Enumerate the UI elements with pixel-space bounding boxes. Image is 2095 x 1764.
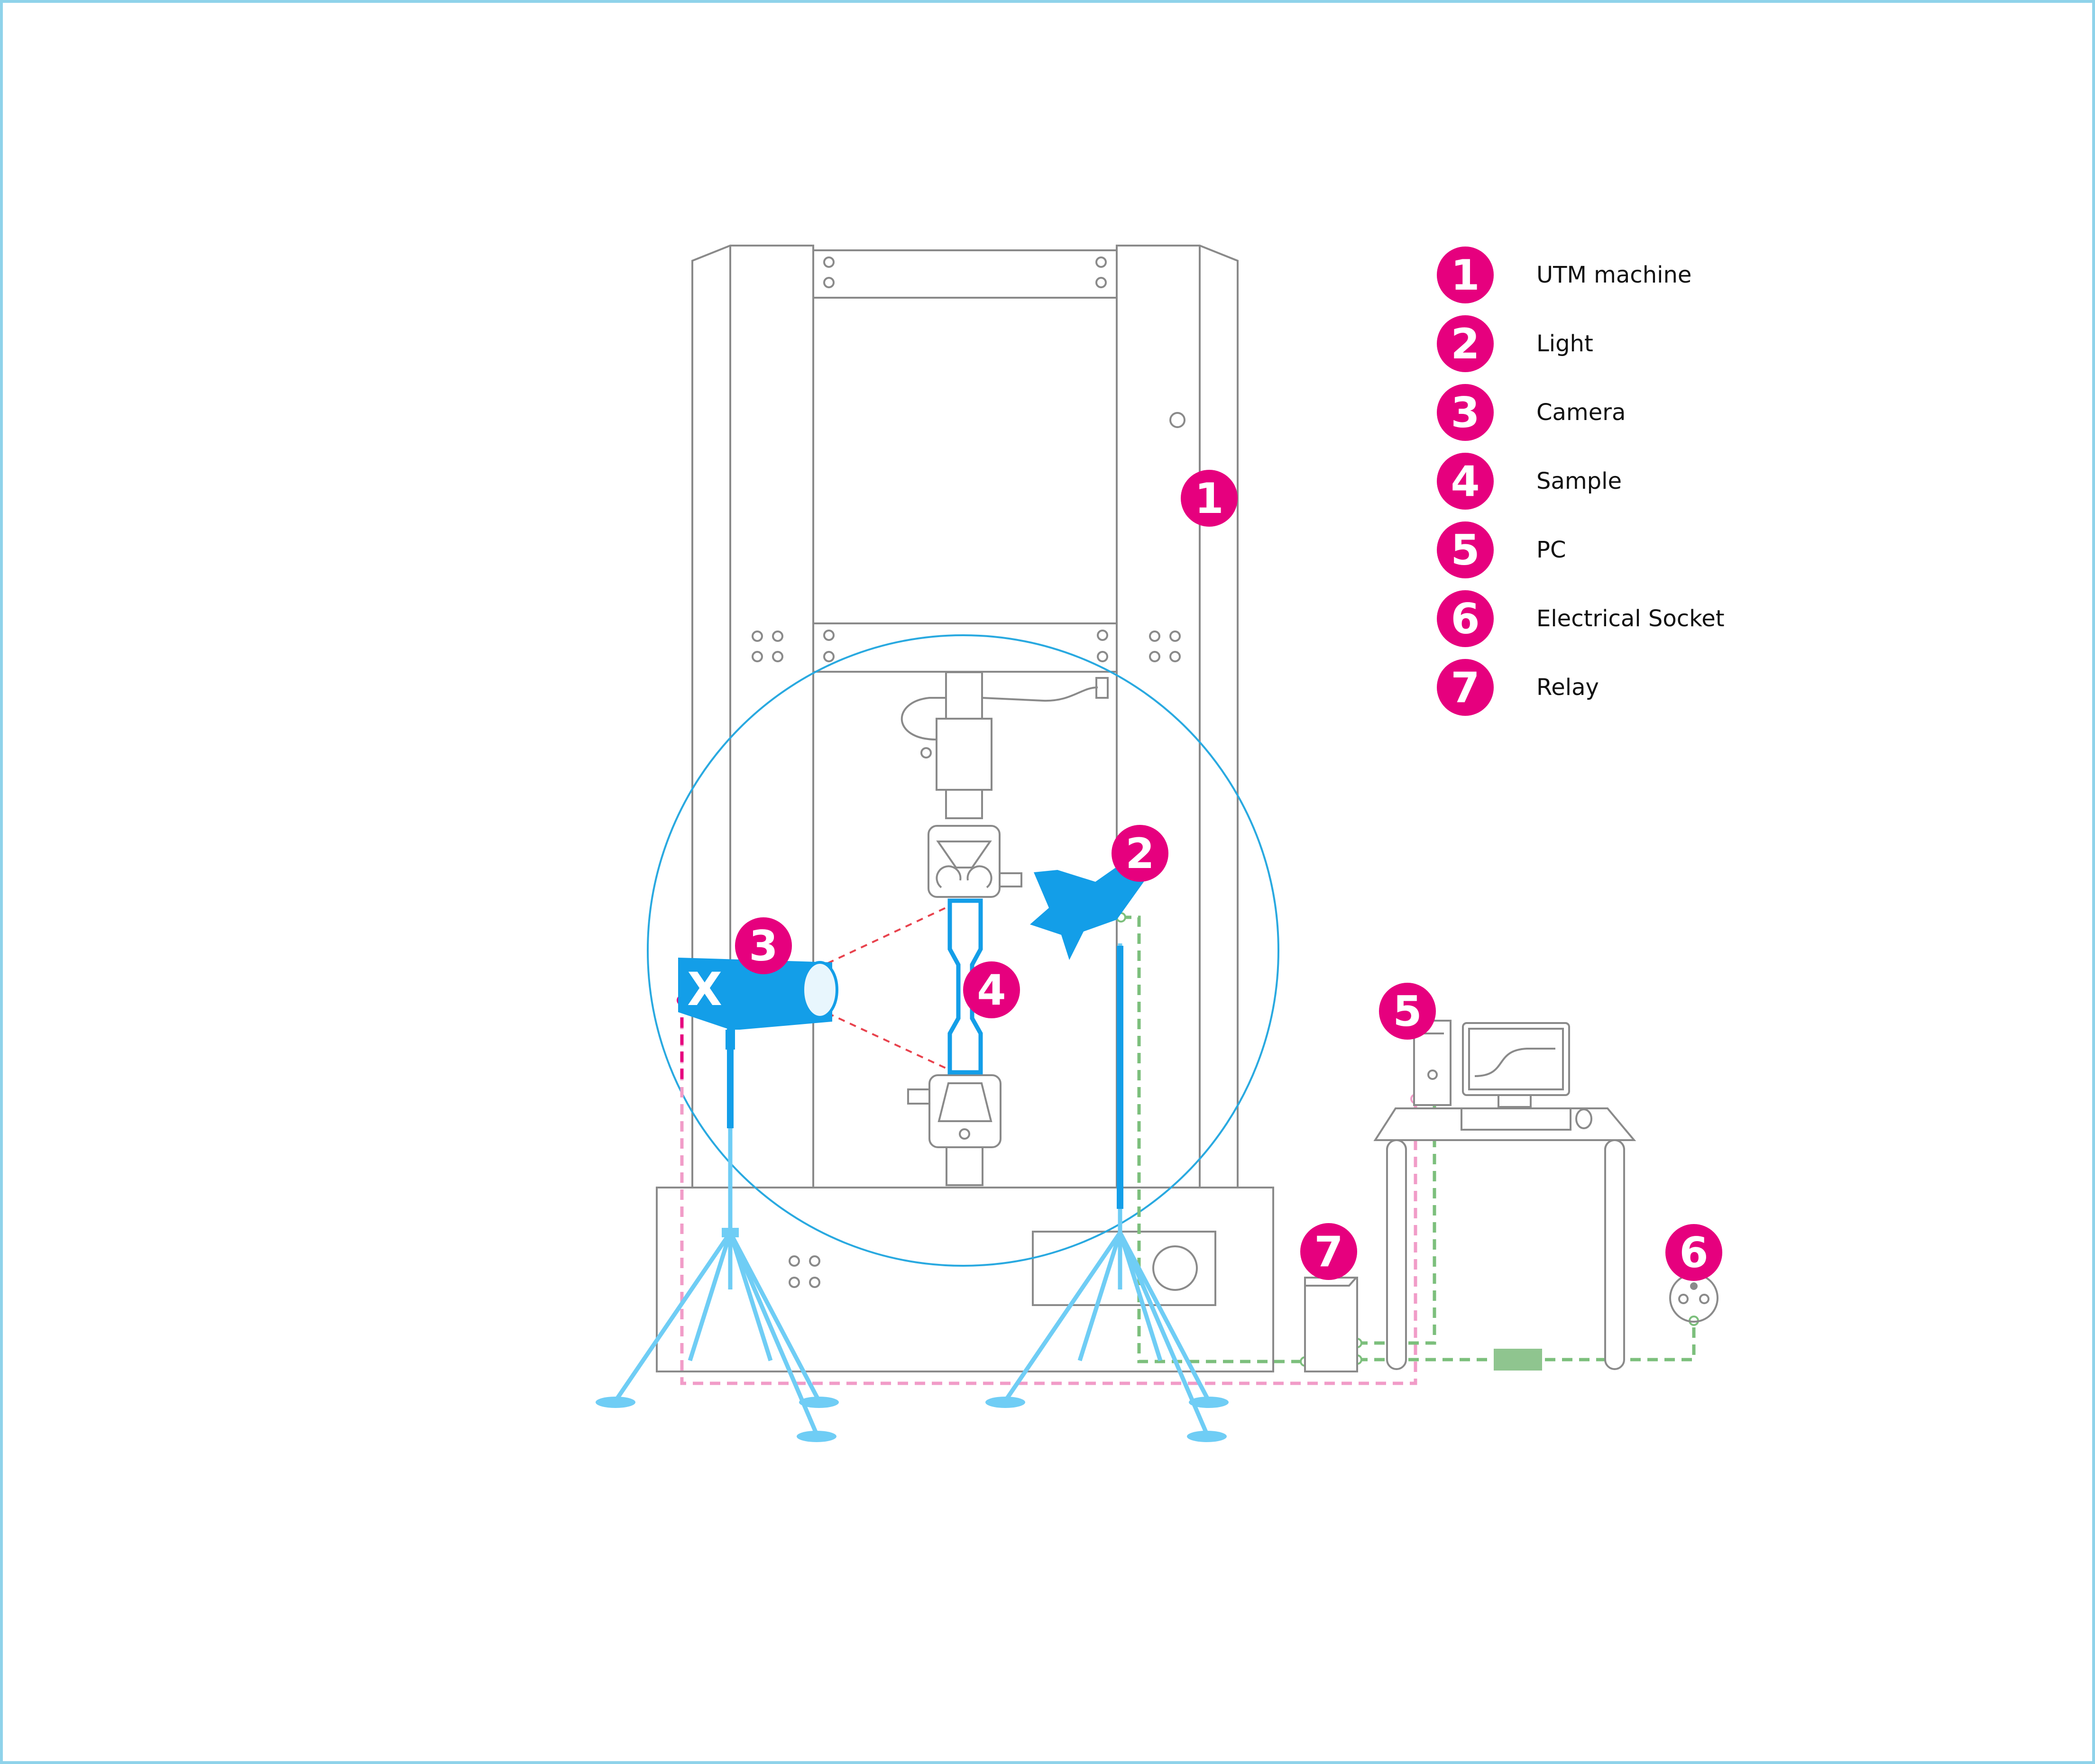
- legend-item-utm: 1 UTM machine: [1437, 247, 1691, 303]
- legend-label: Light: [1536, 330, 1593, 357]
- callout-camera-number: 3: [749, 922, 778, 970]
- camera-data-cable: [680, 1002, 1417, 1385]
- legend-badge: 2: [1437, 315, 1494, 372]
- focus-circle: [647, 634, 1279, 1267]
- callout-socket: 6: [1665, 1224, 1722, 1281]
- callout-sample: 4: [963, 961, 1020, 1018]
- callout-utm-number: 1: [1195, 474, 1223, 523]
- callout-camera: 3: [735, 917, 792, 974]
- electrical-socket: [1669, 1273, 1718, 1323]
- callout-socket-number: 6: [1679, 1228, 1708, 1277]
- camera-device: X: [678, 958, 838, 1050]
- callout-light-number: 2: [1125, 829, 1154, 878]
- legend-item-camera: 3 Camera: [1437, 384, 1626, 441]
- legend-badge: 1: [1437, 247, 1494, 303]
- callout-relay: 7: [1300, 1223, 1357, 1280]
- legend-item-socket: 6 Electrical Socket: [1437, 590, 1725, 647]
- callout-pc: 5: [1379, 983, 1436, 1040]
- desk-workstation: [1373, 1020, 1636, 1370]
- callout-light: 2: [1112, 825, 1168, 882]
- legend-label: Electrical Socket: [1536, 605, 1725, 632]
- camera-tripod: [596, 1029, 839, 1442]
- legend-badge: 5: [1437, 521, 1494, 578]
- legend-label: PC: [1536, 537, 1566, 563]
- callout-relay-number: 7: [1314, 1227, 1343, 1276]
- legend-item-sample: 4 Sample: [1437, 453, 1622, 510]
- relay-box: [1304, 1277, 1359, 1372]
- legend-item-pc: 5 PC: [1437, 521, 1566, 578]
- legend-item-light: 2 Light: [1437, 315, 1593, 372]
- legend-item-relay: 7 Relay: [1437, 659, 1599, 716]
- utm-machine: [656, 245, 1274, 1372]
- legend-label: Camera: [1536, 399, 1626, 426]
- light-tripod: [985, 943, 1229, 1442]
- legend-badge: 4: [1437, 453, 1494, 510]
- legend-label: Relay: [1536, 674, 1599, 701]
- legend-label: Sample: [1536, 468, 1622, 494]
- power-adapter: [1494, 1349, 1542, 1371]
- callout-utm: 1: [1181, 470, 1238, 527]
- camera-view-lines: [827, 905, 951, 1071]
- camera-mark-text: X: [687, 963, 722, 1016]
- callout-sample-number: 4: [977, 966, 1006, 1015]
- legend-badge: 6: [1437, 590, 1494, 647]
- legend-badge: 3: [1437, 384, 1494, 441]
- legend-badge: 7: [1437, 659, 1494, 716]
- legend-label: UTM machine: [1536, 262, 1692, 288]
- light-fixture: [1030, 849, 1152, 960]
- callout-pc-number: 5: [1393, 987, 1422, 1036]
- power-cables: [1121, 915, 1696, 1363]
